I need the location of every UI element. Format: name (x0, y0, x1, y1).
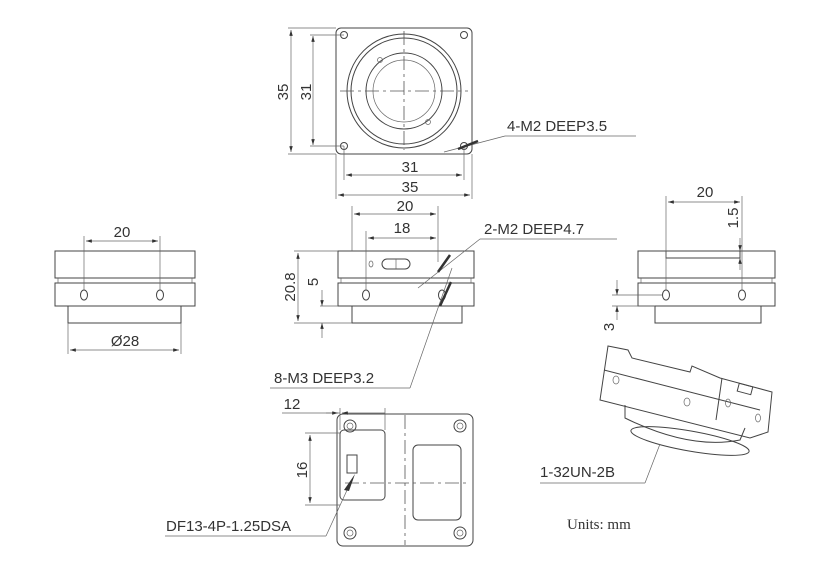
dim-1-5: 1.5 (725, 208, 742, 229)
dim-width-20: 20 (397, 198, 414, 215)
dim-diameter: Ø28 (111, 333, 139, 350)
dim-width-18: 18 (394, 220, 411, 237)
dim-hole-spacing-left: 20 (114, 224, 131, 241)
dim-hole-spacing-right: 20 (697, 184, 714, 201)
dim-width-inner: 31 (402, 159, 419, 176)
left-view: 20 Ø28 (54, 224, 196, 354)
iso-view: 1-32UN-2B (540, 345, 773, 484)
usb-port-icon (736, 382, 754, 396)
connector-icon (346, 454, 358, 474)
dim-5: 5 (305, 278, 322, 286)
screw-icons (343, 419, 467, 540)
dim-12: 12 (284, 396, 301, 413)
side-hole-callout: 8-M3 DEEP3.2 (274, 370, 374, 387)
dim-16: 16 (294, 462, 311, 479)
center-view: 20 18 20.8 5 2-M2 DEEP4.7 8-M3 DEEP3.2 (270, 198, 617, 389)
dim-height-inner: 31 (298, 84, 315, 101)
dim-3: 3 (601, 323, 618, 331)
front-view: 35 31 31 35 4-M2 DEEP3.5 (275, 27, 636, 199)
hole-callout-front: 4-M2 DEEP3.5 (507, 118, 607, 135)
connector-callout: DF13-4P-1.25DSA (166, 518, 291, 535)
units-label: Units: mm (567, 517, 631, 533)
dim-height-outer: 35 (275, 84, 292, 101)
right-view: 20 1.5 3 (601, 184, 776, 331)
dim-width-outer: 35 (402, 179, 419, 196)
top-hole-callout: 2-M2 DEEP4.7 (484, 221, 584, 238)
back-view: 12 16 DF13-4P-1.25DSA (165, 396, 474, 547)
thread-callout: 1-32UN-2B (540, 464, 615, 481)
dim-height: 20.8 (282, 272, 299, 301)
